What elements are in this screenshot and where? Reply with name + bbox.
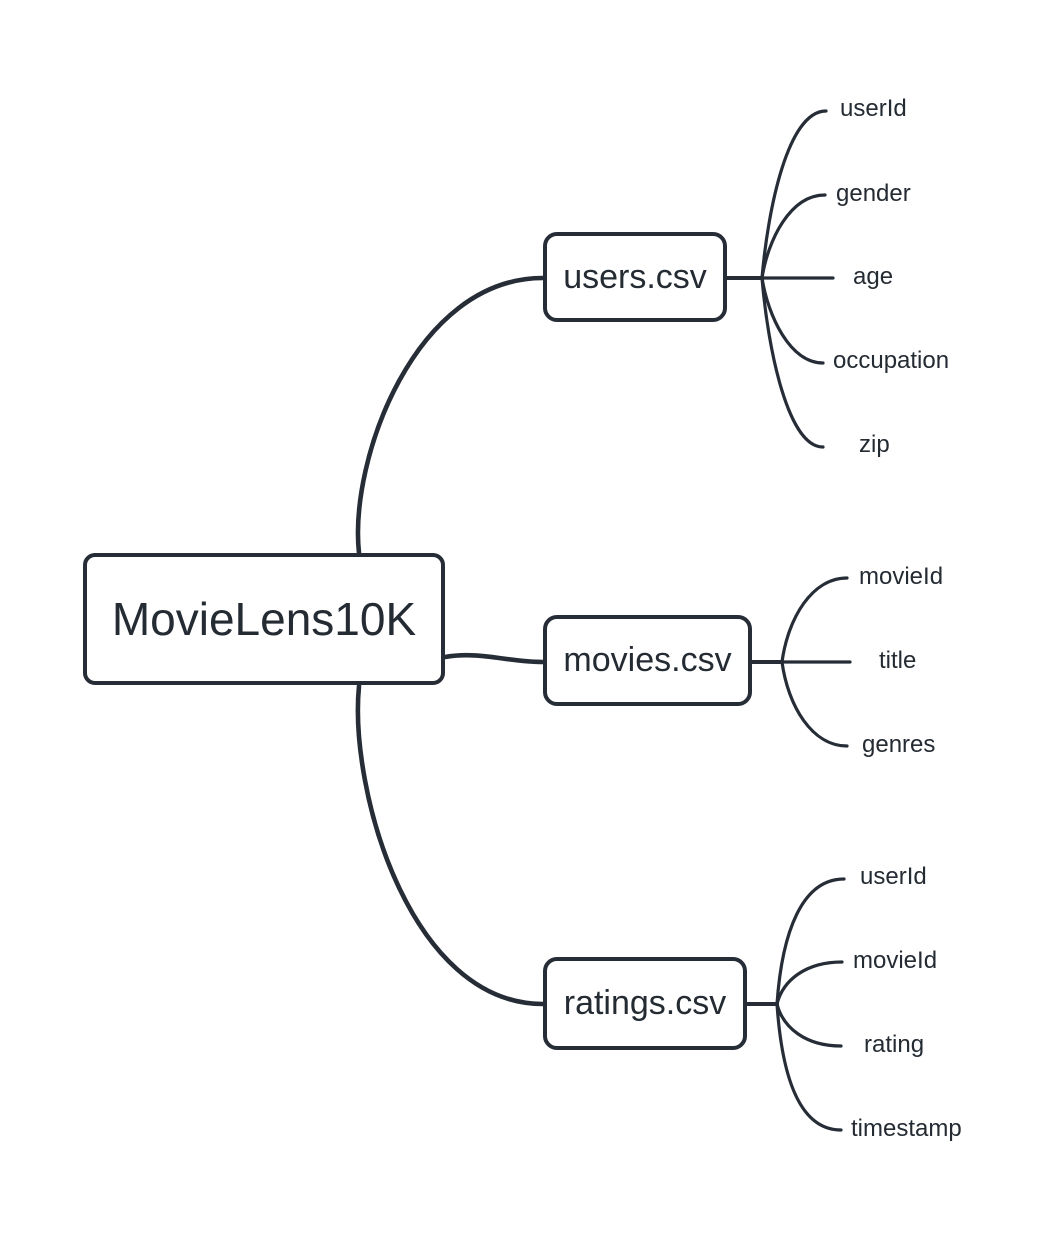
node-users-csv: users.csv [543, 232, 727, 322]
leaf-movies-genres: genres [862, 730, 936, 758]
leaf-ratings-movieId: movieId [853, 946, 938, 974]
leaf-movies-movieId: movieId [859, 562, 944, 590]
edge-ratings-movieId [775, 960, 844, 1006]
leaf-ratings-userId: userId [860, 862, 927, 890]
leaf-users-zip: zip [859, 430, 890, 458]
edge-movies-genres [780, 660, 849, 748]
edge-ratings-rating [775, 1002, 843, 1048]
edge-ratings-userId [775, 877, 846, 1006]
leaf-ratings-timestamp: timestamp [851, 1114, 962, 1142]
node-movies-csv-label: movies.csv [563, 641, 732, 679]
leaf-users-userId: userId [840, 94, 907, 122]
node-root: MovieLens10K [83, 553, 445, 685]
node-movies-csv: movies.csv [543, 615, 752, 706]
leaf-users-gender: gender [836, 179, 911, 207]
leaf-users-occupation: occupation [833, 346, 950, 374]
edge-root-to-movies [442, 652, 546, 665]
node-ratings-csv: ratings.csv [543, 957, 747, 1050]
edge-movies-movieId [780, 576, 849, 664]
leaf-ratings-rating: rating [864, 1030, 925, 1058]
edge-users-userId [760, 109, 828, 280]
edge-root-to-users [355, 275, 546, 556]
node-users-csv-label: users.csv [563, 257, 707, 296]
edge-users-gender [760, 193, 827, 280]
edge-root-to-ratings [355, 683, 546, 1007]
edge-ratings-timestamp [775, 1002, 843, 1132]
node-ratings-csv-label: ratings.csv [563, 984, 727, 1022]
leaf-movies-title: title [879, 646, 917, 674]
edge-users-zip [760, 276, 825, 449]
node-root-label: MovieLens10K [111, 593, 417, 645]
leaf-users-age: age [853, 262, 894, 290]
